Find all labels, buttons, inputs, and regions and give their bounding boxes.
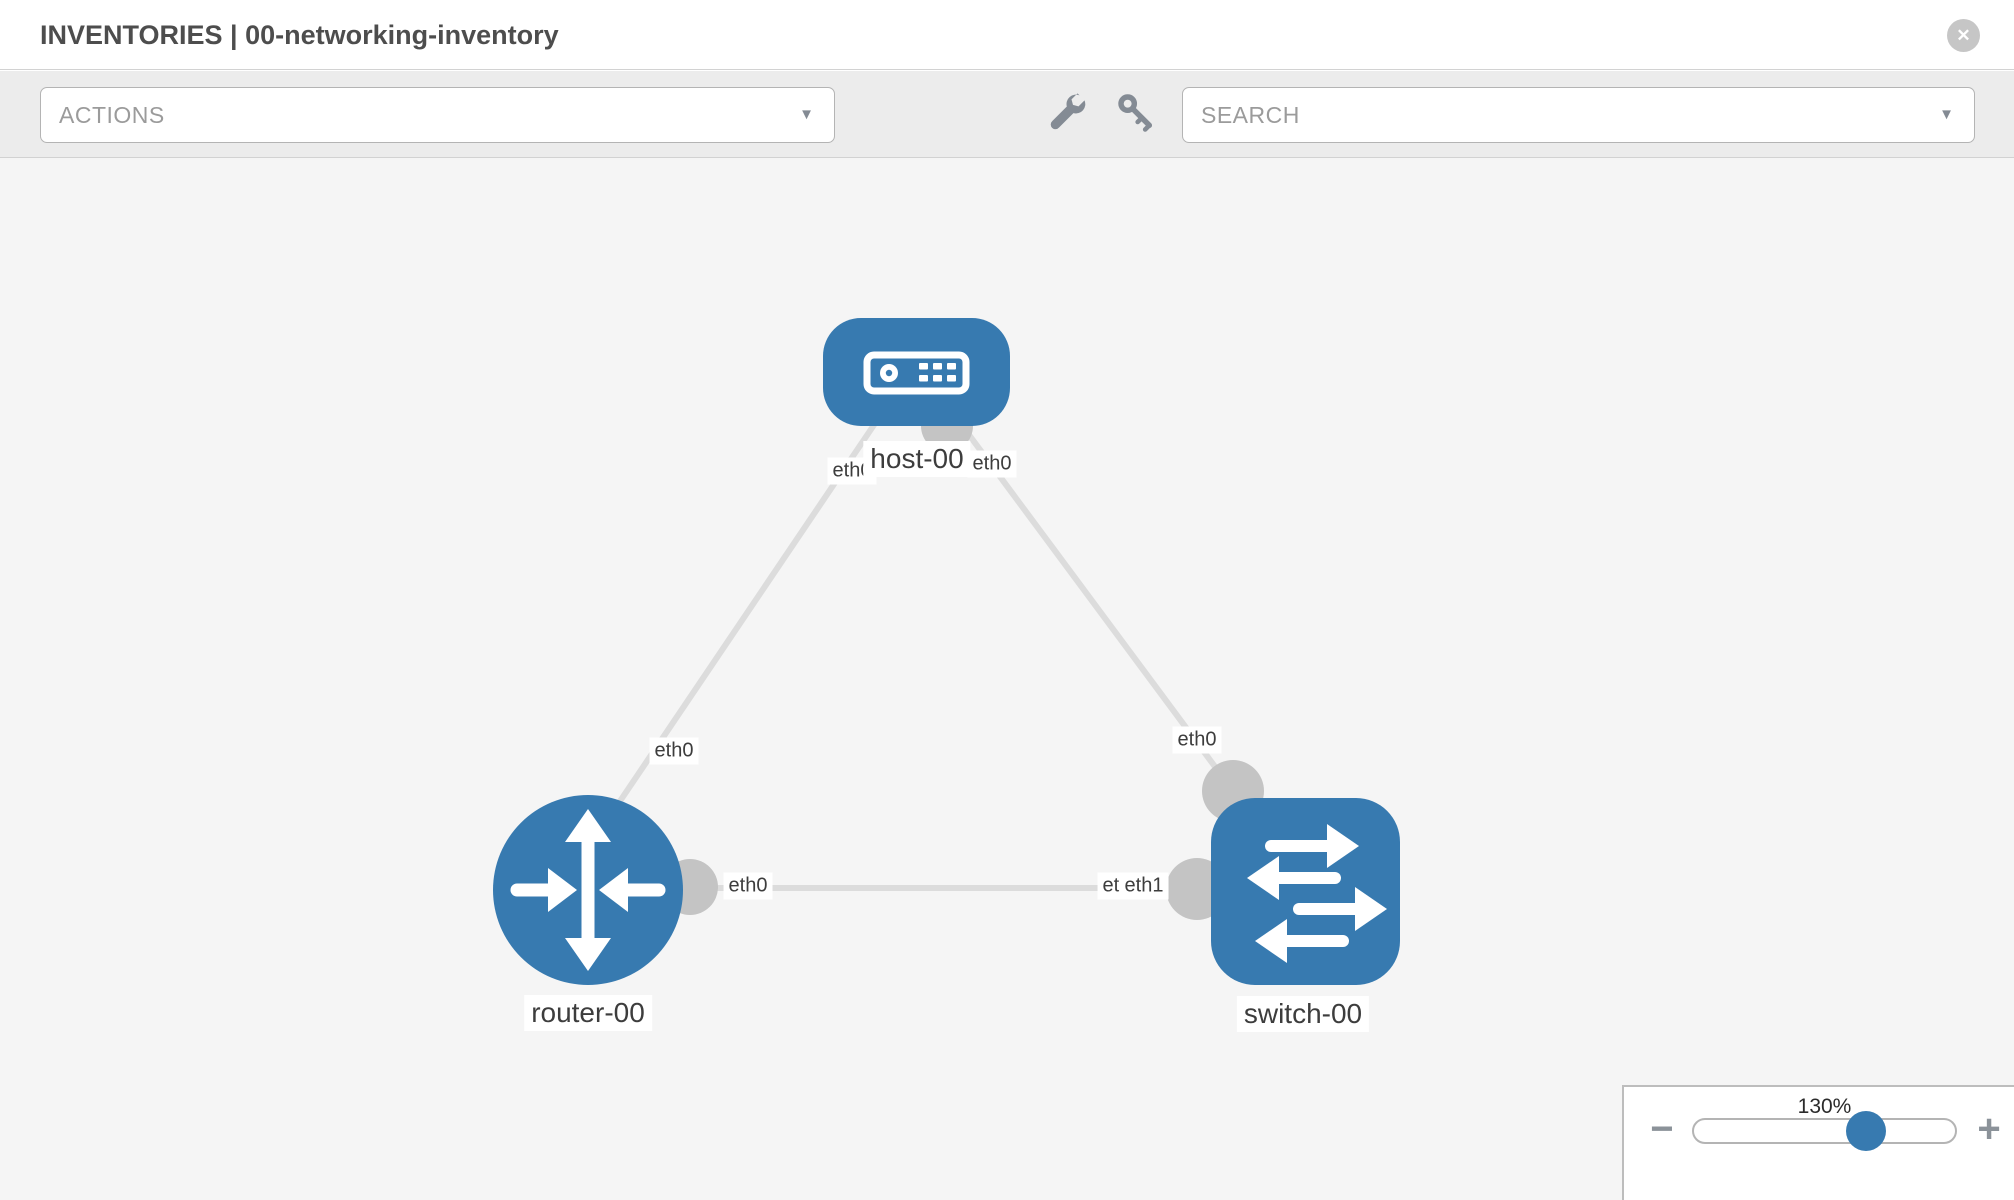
iface-label-switch-eth1: eth1 bbox=[1119, 872, 1169, 900]
iface-label-host-eth0-right: eth0 bbox=[967, 450, 1017, 478]
link-lines bbox=[609, 414, 1236, 891]
zoom-control-panel: 130% − + bbox=[1622, 1085, 2014, 1200]
node-host[interactable] bbox=[823, 318, 1010, 426]
actions-dropdown[interactable]: ACTIONS ▼ bbox=[40, 87, 835, 143]
zoom-slider[interactable] bbox=[1692, 1111, 1957, 1151]
configure-button[interactable] bbox=[1042, 85, 1090, 141]
zoom-in-button[interactable]: + bbox=[1969, 1109, 2009, 1149]
node-label-switch: switch-00 bbox=[1236, 996, 1370, 1032]
iface-label-switch-eth0-top: eth0 bbox=[1172, 726, 1222, 754]
search-dropdown[interactable]: ▼ bbox=[1182, 87, 1975, 143]
credentials-button[interactable] bbox=[1112, 85, 1160, 141]
topology-graph bbox=[493, 318, 1400, 985]
node-label-router: router-00 bbox=[524, 995, 652, 1031]
chevron-down-icon: ▼ bbox=[799, 106, 814, 123]
iface-label-router-eth0-top: eth0 bbox=[649, 737, 699, 765]
switch-icon bbox=[1247, 824, 1387, 963]
iface-label-router-eth0-right: eth0 bbox=[723, 872, 773, 900]
node-label-host: host-00 bbox=[863, 441, 971, 477]
zoom-out-button[interactable]: − bbox=[1642, 1109, 1682, 1149]
wrench-icon bbox=[1050, 92, 1086, 129]
page-title: INVENTORIES | 00-networking-inventory bbox=[40, 20, 559, 50]
search-input[interactable] bbox=[1183, 88, 1974, 142]
window-header: INVENTORIES | 00-networking-inventory ✕ bbox=[0, 0, 2014, 70]
zoom-slider-thumb[interactable] bbox=[1846, 1111, 1886, 1151]
toolbar: ACTIONS ▼ ▼ bbox=[0, 71, 2014, 158]
close-icon[interactable]: ✕ bbox=[1947, 19, 1980, 52]
chevron-down-icon: ▼ bbox=[1939, 106, 1954, 123]
router-icon bbox=[510, 809, 666, 971]
zoom-level-readout: 130% bbox=[1797, 1095, 1852, 1118]
node-switch[interactable] bbox=[1211, 798, 1400, 985]
node-router[interactable] bbox=[493, 795, 683, 985]
interface-ports bbox=[662, 400, 1264, 920]
topology-canvas[interactable]: eth0 eth0 eth0 eth0 eth0 eth0 eth1 host-… bbox=[0, 158, 2014, 1200]
server-icon bbox=[863, 351, 970, 395]
actions-dropdown-label: ACTIONS bbox=[59, 102, 165, 128]
key-icon bbox=[1118, 93, 1153, 132]
